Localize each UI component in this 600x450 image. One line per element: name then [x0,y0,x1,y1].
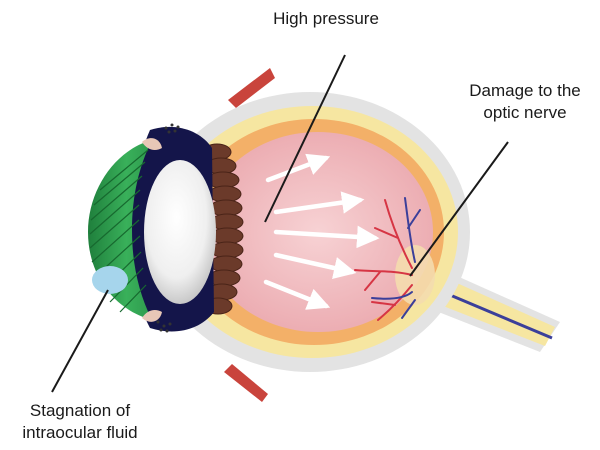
stagnated-fluid [92,266,128,294]
label-high-pressure-text: High pressure [273,9,379,28]
retinal-veins [371,197,421,319]
lens [144,160,216,304]
pressure-arrow-3 [273,225,380,249]
pressure-arrow-5 [263,279,331,310]
pressure-arrow-4 [273,252,357,280]
label-high-pressure: High pressure [236,8,416,30]
drainage-angle-top [142,123,180,150]
leader-line-stagnation [51,289,109,393]
drainage-angle-bottom [142,310,172,333]
ciliary-body [202,143,244,315]
leader-line-high-pressure [264,54,346,223]
label-stagnation-line2: intraocular fluid [22,423,138,442]
label-damage-line2: optic nerve [483,103,567,122]
pressure-arrows [263,153,380,310]
label-damage-line1: Damage to the [469,81,581,100]
label-optic-nerve-damage: Damage to the optic nerve [440,80,600,124]
pressure-arrow-2 [273,191,365,215]
label-stagnation-line1: Stagnation of [29,401,131,420]
pressure-arrow-1 [265,153,331,183]
optic-disc [395,245,435,305]
label-fluid-stagnation: Stagnation of intraocular fluid [0,400,170,444]
vitreous-body [203,132,433,332]
leader-line-optic-nerve [409,141,509,277]
extraocular-muscle-top [228,68,275,108]
extraocular-muscle-bottom [224,364,268,402]
